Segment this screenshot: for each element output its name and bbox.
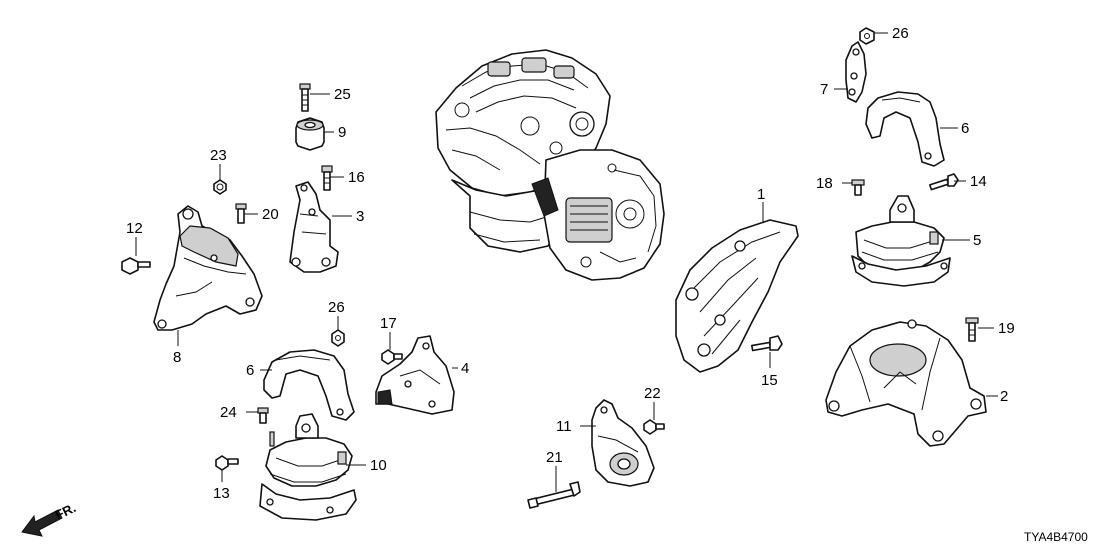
callout-11: 11 <box>556 418 572 435</box>
callout-numbers: 1 2 3 4 5 6 6 7 8 9 10 11 12 13 14 15 16… <box>126 25 1015 502</box>
bolt-18 <box>851 179 865 196</box>
callout-6-upper: 6 <box>961 120 969 137</box>
diagram-code: TYA4B4700 <box>1024 530 1088 544</box>
nut-26-center <box>331 329 345 347</box>
callout-12: 12 <box>126 220 143 237</box>
part-9-bushing <box>295 117 325 151</box>
callout-17: 17 <box>380 315 397 332</box>
callout-8: 8 <box>173 349 181 366</box>
bolt-14 <box>929 173 959 191</box>
part-6-mount-cover-upper <box>865 91 945 167</box>
part-5-hydraulic-mount <box>851 195 951 287</box>
part-3-engine-side-bracket <box>289 181 339 273</box>
callout-6-lower: 6 <box>246 362 254 379</box>
callout-23: 23 <box>210 147 227 164</box>
part-10-hydraulic-mount <box>259 413 357 521</box>
callout-22: 22 <box>644 385 661 402</box>
callout-5: 5 <box>973 232 981 249</box>
front-direction-indicator: FR. <box>21 500 78 537</box>
part-11-mount-bracket <box>591 399 655 487</box>
callout-2: 2 <box>1000 388 1008 405</box>
bolt-16 <box>321 165 333 191</box>
part-7-bracket-plate <box>845 41 867 103</box>
bolt-24 <box>257 407 269 424</box>
callout-10: 10 <box>370 457 387 474</box>
callout-15: 15 <box>761 372 778 389</box>
callout-19: 19 <box>998 320 1015 337</box>
front-arrow-icon <box>21 509 63 537</box>
bolt-19 <box>965 317 979 342</box>
callout-13: 13 <box>213 485 230 502</box>
part-1-transmission-mount-bracket <box>675 219 799 373</box>
nut-26-top <box>859 27 875 45</box>
callout-14: 14 <box>970 173 987 190</box>
part-2-rear-mount-bracket <box>825 319 987 447</box>
leader-lines <box>135 32 998 492</box>
engine-transmission-assembly <box>435 49 665 281</box>
callout-20: 20 <box>262 206 279 223</box>
callout-25: 25 <box>334 86 351 103</box>
callout-21: 21 <box>546 449 563 466</box>
bolt-12 <box>121 257 151 275</box>
callout-4: 4 <box>461 360 469 377</box>
callout-3: 3 <box>356 208 364 225</box>
part-6-mount-cover-lower <box>263 349 355 421</box>
bolt-23 <box>213 179 227 195</box>
part-4-bracket <box>375 335 455 415</box>
bolt-17 <box>381 349 403 365</box>
callout-16: 16 <box>348 169 365 186</box>
bolt-21 <box>527 481 581 509</box>
bolt-13 <box>215 455 239 471</box>
fasteners <box>121 27 979 509</box>
bolt-22 <box>643 419 665 435</box>
bolt-15 <box>750 335 783 352</box>
bolt-20 <box>235 203 247 224</box>
bolt-25 <box>299 83 311 112</box>
part-8-side-engine-mount <box>153 205 263 331</box>
callout-26-top: 26 <box>892 25 909 42</box>
callout-18: 18 <box>816 175 833 192</box>
callout-26-center: 26 <box>328 299 345 316</box>
callout-24: 24 <box>220 404 237 421</box>
callout-9: 9 <box>338 124 346 141</box>
callout-1: 1 <box>757 186 765 203</box>
callout-7: 7 <box>820 81 828 98</box>
